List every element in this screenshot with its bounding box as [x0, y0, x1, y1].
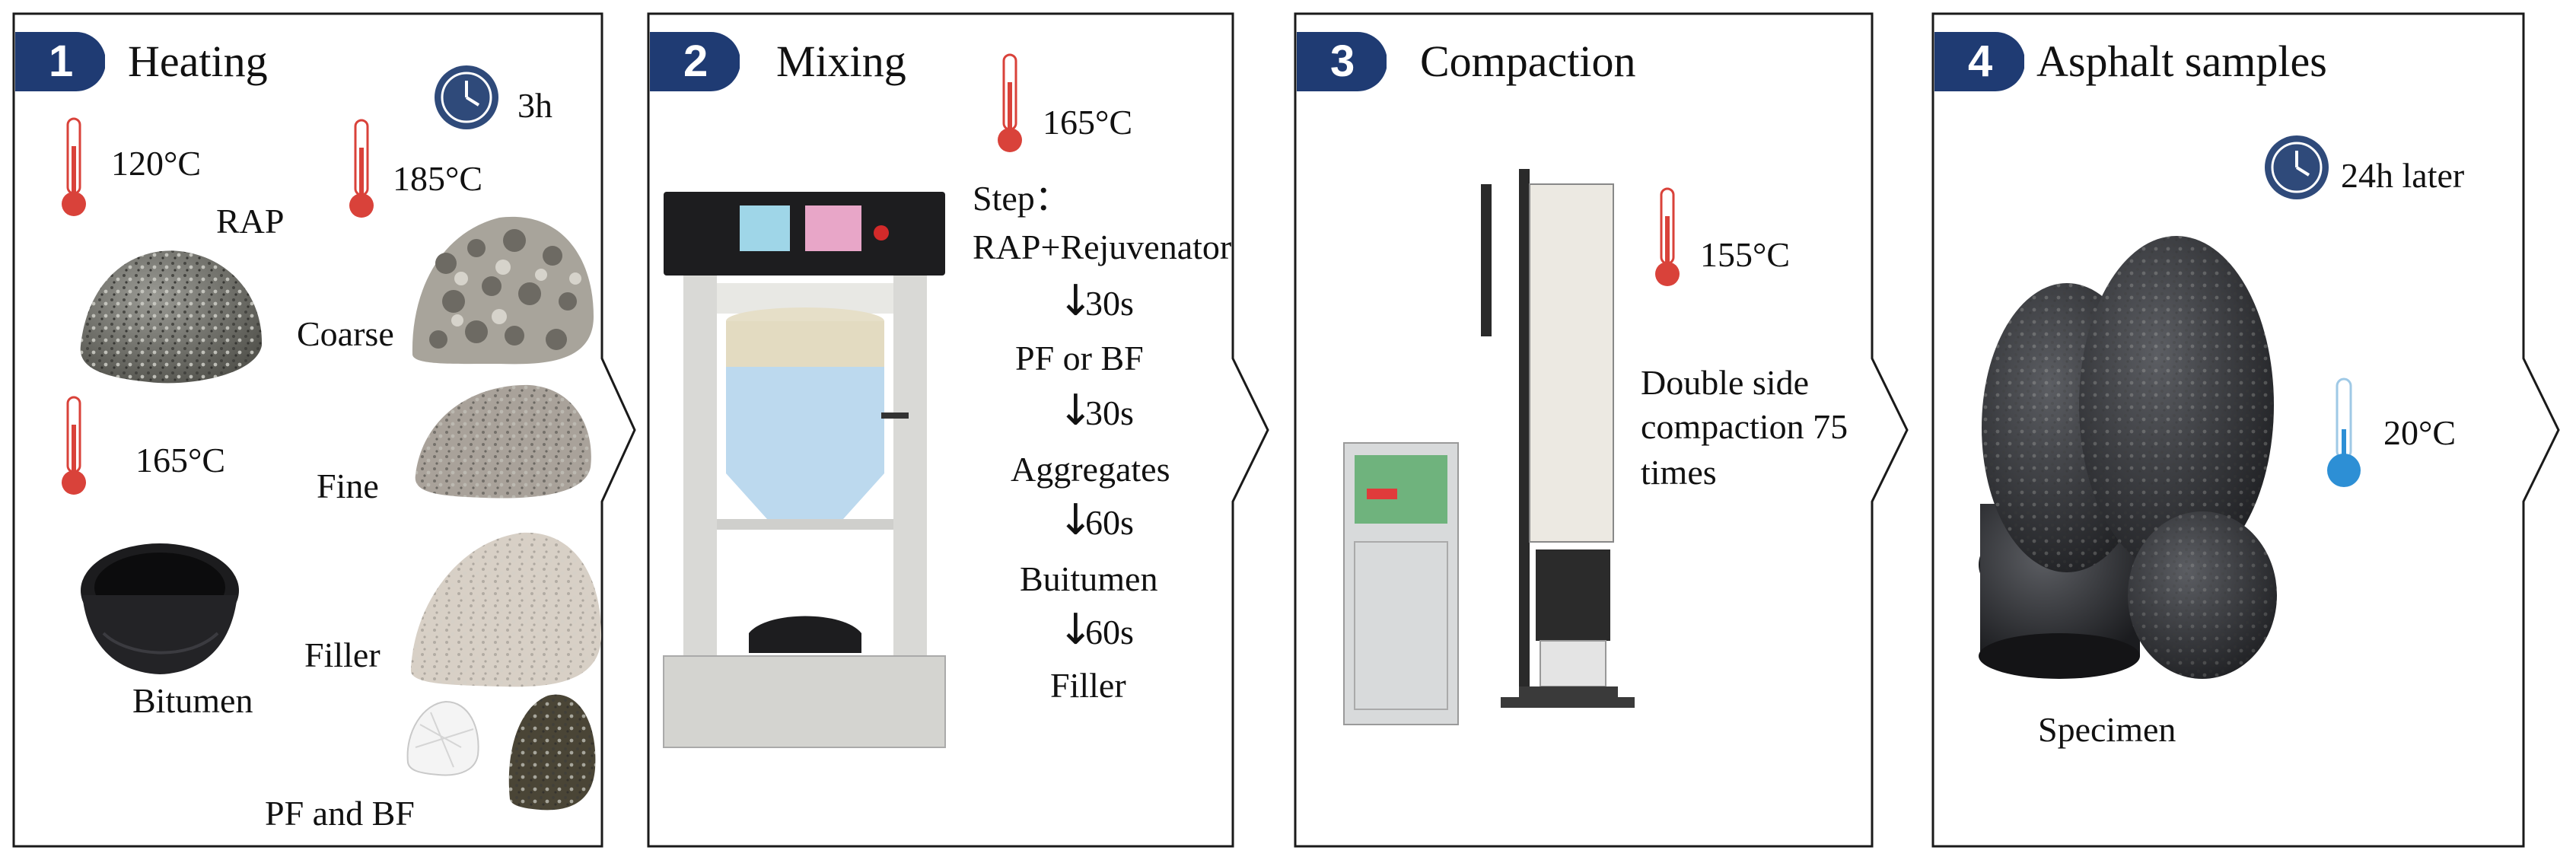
coarse-label: Coarse	[297, 314, 394, 353]
pf-fiber-image	[400, 694, 484, 782]
coarse-aggregate-image	[408, 202, 598, 374]
clock-icon	[433, 64, 500, 135]
heating-time: 3h	[517, 86, 552, 125]
specimen-label: Specimen	[2038, 710, 2176, 749]
mix-step: Filler	[1050, 666, 1126, 705]
step-number: 4	[1968, 37, 1993, 86]
ambient-temp: 20°C	[2383, 413, 2457, 452]
thermometer-icon	[1654, 186, 1680, 296]
arrow-down-icon: ↓	[1058, 386, 1094, 435]
arrow-down-icon: ↓	[1058, 495, 1094, 545]
fine-aggregate-image	[408, 368, 598, 509]
mix-time: 60s	[1085, 613, 1134, 651]
panel-title: Asphalt samples	[2036, 37, 2327, 86]
thermometer-icon	[2326, 376, 2364, 494]
bitumen-label: Bitumen	[132, 681, 253, 720]
rap-image	[73, 224, 271, 395]
step-badge: 1	[15, 32, 106, 91]
rap-label: RAP	[216, 202, 285, 240]
cooling-time: 24h later	[2341, 156, 2465, 195]
panel-title: Mixing	[776, 37, 906, 86]
step-badge: 2	[650, 32, 740, 91]
specimens-image	[1977, 230, 2327, 698]
panel-title: Compaction	[1420, 37, 1636, 86]
mix-time: 60s	[1085, 503, 1134, 542]
mix-step: Buitumen	[1020, 559, 1158, 598]
panel-compaction: 3 Compaction 155°C Double side compactio…	[1294, 12, 1933, 848]
step-number: 3	[1330, 37, 1355, 86]
compaction-desc: times	[1641, 453, 1717, 492]
rap-temp: 120°C	[111, 144, 202, 183]
step-label: Step：	[973, 179, 1070, 218]
clock-icon	[2263, 134, 2330, 205]
bf-fiber-image	[502, 685, 601, 818]
fibers-label: PF and BF	[265, 794, 415, 833]
mix-time: 30s	[1085, 284, 1134, 323]
thermometer-icon	[349, 117, 374, 228]
filler-label: Filler	[304, 635, 381, 674]
arrow-down-icon: ↓	[1058, 605, 1094, 655]
step-badge: 4	[1934, 32, 2025, 91]
fine-label: Fine	[317, 467, 379, 505]
thermometer-icon	[997, 52, 1023, 162]
mixer-machine-image	[661, 184, 957, 766]
panel-heating: 1 Heating 3h 120°C 185°C RAP Coarse 165°…	[12, 12, 638, 848]
mix-time: 30s	[1085, 393, 1134, 432]
thermometer-icon	[61, 116, 87, 226]
panel-mixing: 2 Mixing 165°C Step： RAP+Rejuvenator ↓ 3…	[647, 12, 1294, 848]
thermometer-icon	[61, 394, 87, 505]
compaction-temp: 155°C	[1700, 235, 1791, 274]
step-badge: 3	[1297, 32, 1387, 91]
filler-image	[408, 518, 606, 696]
aggregate-temp: 185°C	[393, 159, 483, 198]
compaction-desc: Double side	[1641, 363, 1810, 402]
panel-title: Heating	[128, 37, 268, 86]
arrow-down-icon: ↓	[1058, 276, 1094, 326]
bitumen-temp: 165°C	[135, 441, 226, 479]
compactor-machine-image	[1336, 154, 1641, 744]
panel-asphalt-samples: 4 Asphalt samples 24h later 20°C Specime…	[1931, 12, 2571, 848]
mixing-temp: 165°C	[1043, 103, 1133, 142]
mix-step: PF or BF	[1015, 339, 1144, 377]
step-number: 2	[683, 37, 708, 86]
mix-step: Aggregates	[1011, 450, 1170, 489]
step-number: 1	[49, 37, 74, 86]
bitumen-bowl-image	[73, 534, 248, 683]
mix-step: RAP+Rejuvenator	[973, 228, 1232, 266]
compaction-desc: compaction 75	[1641, 407, 1848, 446]
